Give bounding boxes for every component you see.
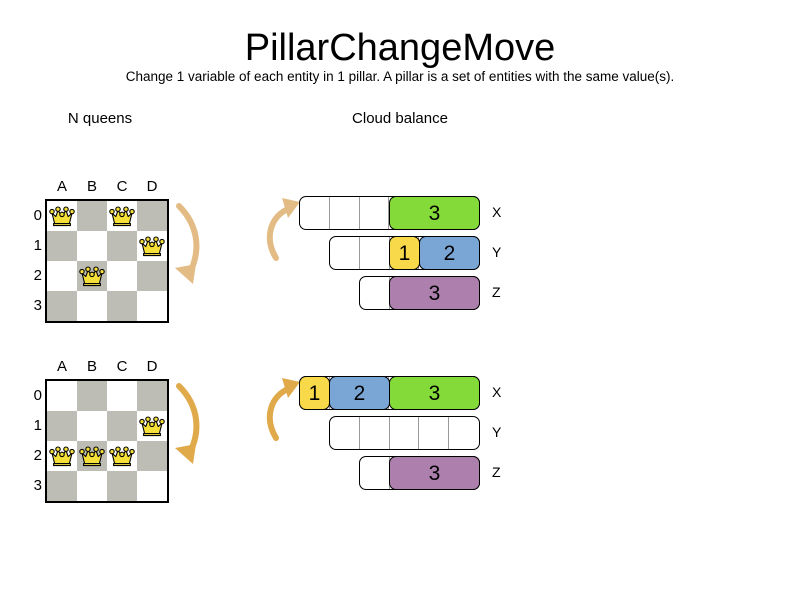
board-cell[interactable]: [47, 291, 77, 321]
computer-label-y: Y: [492, 244, 502, 260]
board-cell[interactable]: [77, 411, 107, 441]
move-arrow-cloud-up-icon: [266, 196, 306, 273]
board-cell[interactable]: [137, 291, 167, 321]
computer-label-x: X: [492, 204, 502, 220]
board-column-label-c: C: [116, 178, 128, 195]
board-cell[interactable]: [137, 381, 167, 411]
board-row-label-3: 3: [33, 477, 42, 494]
board-column-label-d: D: [146, 358, 158, 375]
board-cell[interactable]: [107, 381, 137, 411]
nqueens-board-before: A B C D 0 1 2 3: [34, 179, 169, 323]
board-row-label-2: 2: [33, 267, 42, 284]
board-cell[interactable]: [137, 441, 167, 471]
board-cell[interactable]: [137, 201, 167, 231]
board-row-label-3: 3: [33, 297, 42, 314]
computer-label-z: Z: [492, 464, 501, 480]
board-cell[interactable]: [137, 261, 167, 291]
board-row-label-1: 1: [33, 417, 42, 434]
board-cell[interactable]: [77, 471, 107, 501]
board-cell[interactable]: [107, 261, 137, 291]
board-row-label-1: 1: [33, 237, 42, 254]
board-cell[interactable]: [107, 231, 137, 261]
board-column-label-b: B: [86, 358, 97, 375]
board-cell[interactable]: [107, 291, 137, 321]
move-arrow-nqueens-down-icon: [165, 376, 211, 477]
chess-board[interactable]: A B C D 0 1 2 3: [34, 179, 169, 323]
board-cell[interactable]: [47, 411, 77, 441]
board-cell[interactable]: [77, 231, 107, 261]
board-cell[interactable]: [47, 381, 77, 411]
board-row-label-0: 0: [33, 207, 42, 224]
board-cell[interactable]: [107, 471, 137, 501]
board-cell[interactable]: [77, 201, 107, 231]
move-arrow-nqueens-down-icon: [165, 196, 211, 297]
move-arrow-cloud-up-icon: [266, 376, 306, 453]
process-block[interactable]: 1: [299, 376, 330, 410]
capacity-slot-grid: [330, 417, 479, 449]
board-cell[interactable]: [47, 231, 77, 261]
process-block[interactable]: 3: [389, 456, 480, 490]
process-block[interactable]: 3: [389, 376, 480, 410]
board-column-label-a: A: [56, 178, 67, 195]
board-cell[interactable]: [137, 471, 167, 501]
section-caption-nqueens: N queens: [67, 110, 133, 127]
computer-label-z: Z: [492, 284, 501, 300]
board-cell[interactable]: [77, 381, 107, 411]
board-column-label-b: B: [86, 178, 97, 195]
board-cell[interactable]: [47, 261, 77, 291]
computer-label-x: X: [492, 384, 502, 400]
computer-capacity-bar[interactable]: [329, 416, 480, 450]
process-block[interactable]: 3: [389, 196, 480, 230]
board-cell[interactable]: [107, 411, 137, 441]
page-title: PillarChangeMove: [244, 27, 556, 69]
process-block[interactable]: 3: [389, 276, 480, 310]
computer-row: Y: [0, 416, 800, 452]
board-column-label-a: A: [56, 358, 67, 375]
board-column-label-d: D: [146, 178, 158, 195]
board-row-label-0: 0: [33, 387, 42, 404]
section-caption-cloud: Cloud balance: [352, 110, 448, 127]
computer-label-y: Y: [492, 424, 502, 440]
board-row-label-2: 2: [33, 447, 42, 464]
board-column-label-c: C: [116, 358, 128, 375]
process-block[interactable]: 2: [329, 376, 390, 410]
process-block[interactable]: 1: [389, 236, 420, 270]
process-block[interactable]: 2: [419, 236, 480, 270]
page-subtitle: Change 1 variable of each entity in 1 pi…: [125, 69, 675, 84]
board-cell[interactable]: [77, 291, 107, 321]
board-cell[interactable]: [47, 471, 77, 501]
